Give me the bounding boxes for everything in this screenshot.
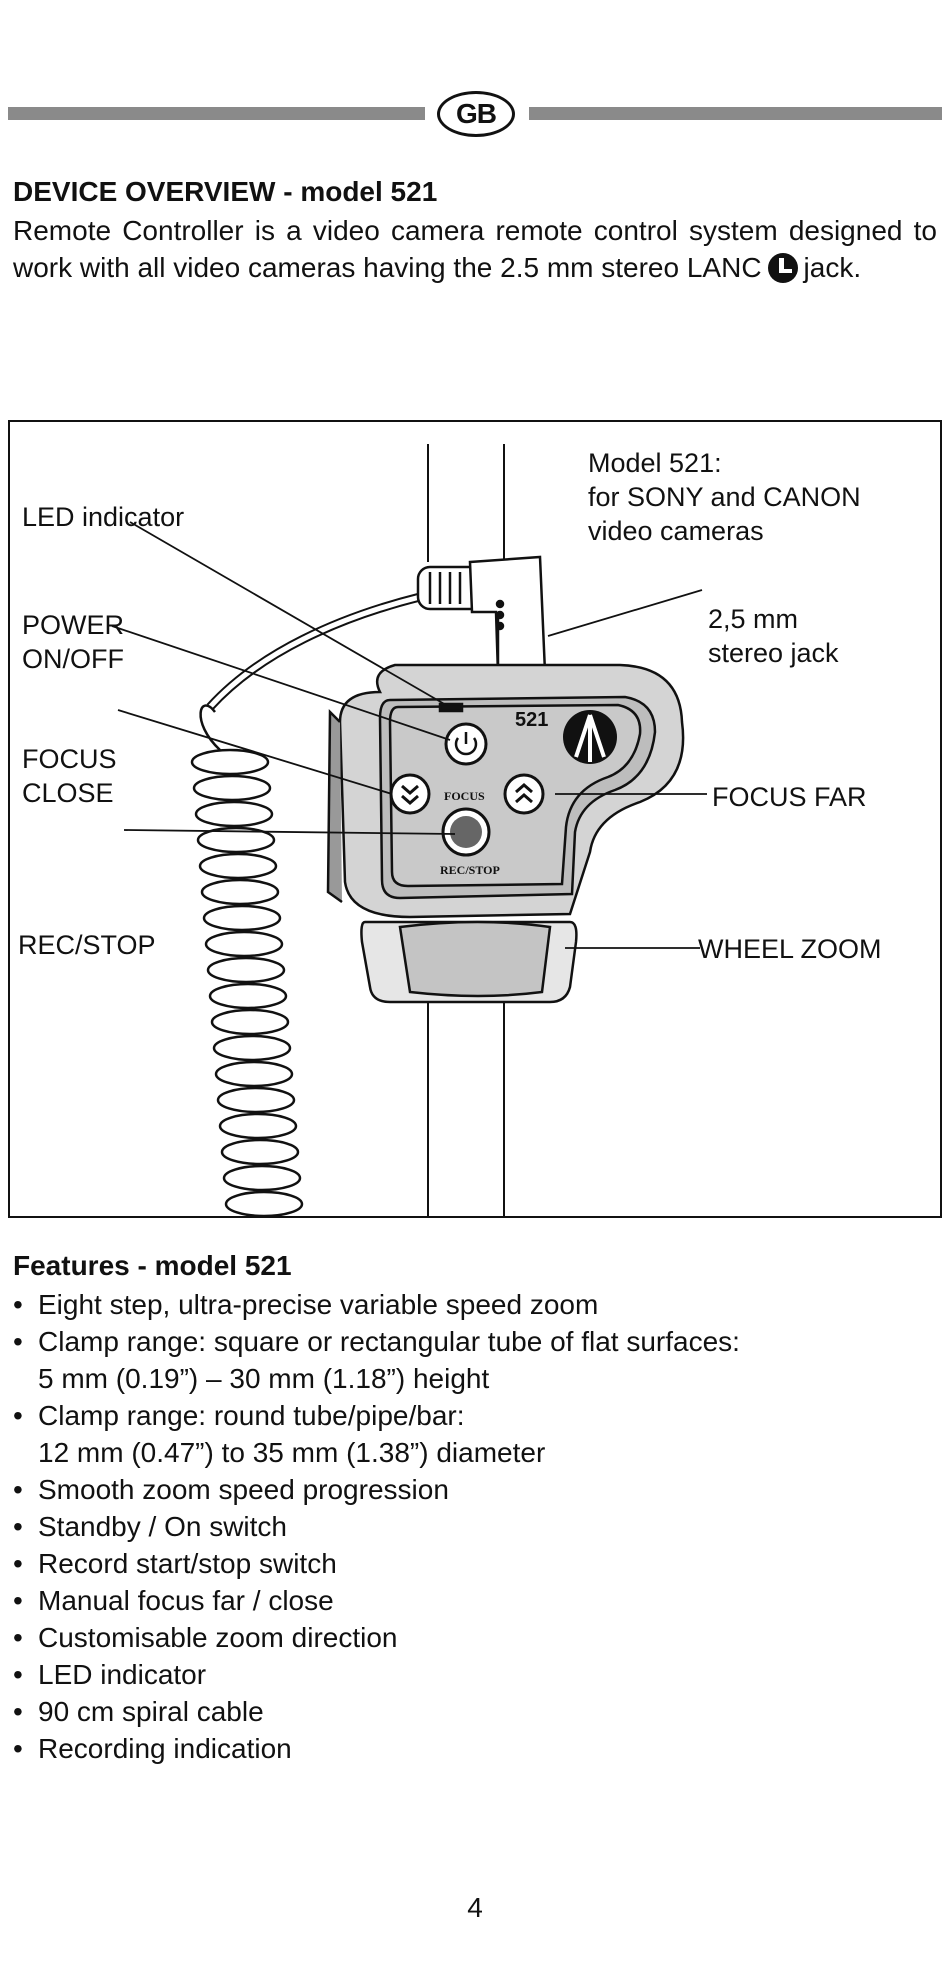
device-model-text: 521 <box>515 709 548 731</box>
language-badge: GB <box>437 91 515 137</box>
leader-lines <box>111 521 707 949</box>
power-button <box>444 722 488 766</box>
label-power-on-off: POWER ON/OFF <box>22 610 125 674</box>
list-item: Eight step, ultra-precise variable speed… <box>13 1286 740 1323</box>
intro-text-end: jack. <box>803 252 862 283</box>
label-wheel-zoom: WHEEL ZOOM <box>698 934 882 964</box>
page-number: 4 <box>467 1892 483 1923</box>
features-title: Features - model 521 <box>13 1250 292 1281</box>
overview-title: DEVICE OVERVIEW - model 521 <box>13 176 438 207</box>
label-stereo-jack: 2,5 mm stereo jack <box>708 604 839 668</box>
label-focus-close: FOCUS CLOSE <box>22 744 117 808</box>
focus-close-button <box>389 773 431 815</box>
list-item: Smooth zoom speed progression <box>13 1471 740 1508</box>
header-rule-left <box>8 107 425 120</box>
focus-far-button <box>503 773 545 815</box>
list-item: Clamp range: round tube/pipe/bar:12 mm (… <box>13 1397 740 1471</box>
intro-text: Remote Controller is a video camera remo… <box>13 215 937 283</box>
zoom-wheel <box>360 920 578 1004</box>
list-item: 90 cm spiral cable <box>13 1693 740 1730</box>
features-list: Eight step, ultra-precise variable speed… <box>13 1286 740 1767</box>
label-led-indicator: LED indicator <box>22 502 185 532</box>
pole <box>427 444 505 1216</box>
list-item: Standby / On switch <box>13 1508 740 1545</box>
list-item: Clamp range: square or rectangular tube … <box>13 1323 740 1397</box>
rec-stop-button <box>441 807 491 857</box>
label-rec-stop: REC/STOP <box>18 930 156 960</box>
device-figure: 521 FOCUS REC/STOP Model 521: for SONY a… <box>8 420 942 1218</box>
device-rec-text: REC/STOP <box>440 863 500 877</box>
label-focus-far: FOCUS FAR <box>712 782 867 812</box>
list-item: Record start/stop switch <box>13 1545 740 1582</box>
list-item: Customisable zoom direction <box>13 1619 740 1656</box>
device-illustration: 521 FOCUS REC/STOP <box>111 444 707 1216</box>
lanc-icon <box>767 253 798 283</box>
list-item: Recording indication <box>13 1730 740 1767</box>
list-item: LED indicator <box>13 1656 740 1693</box>
spiral-cable <box>190 748 304 1216</box>
device-focus-text: FOCUS <box>444 789 485 803</box>
list-item: Manual focus far / close <box>13 1582 740 1619</box>
overview-intro: Remote Controller is a video camera remo… <box>13 212 937 286</box>
model-note: Model 521: for SONY and CANON video came… <box>588 448 861 546</box>
brand-logo-icon <box>563 710 617 764</box>
header-rule-right <box>529 107 942 120</box>
